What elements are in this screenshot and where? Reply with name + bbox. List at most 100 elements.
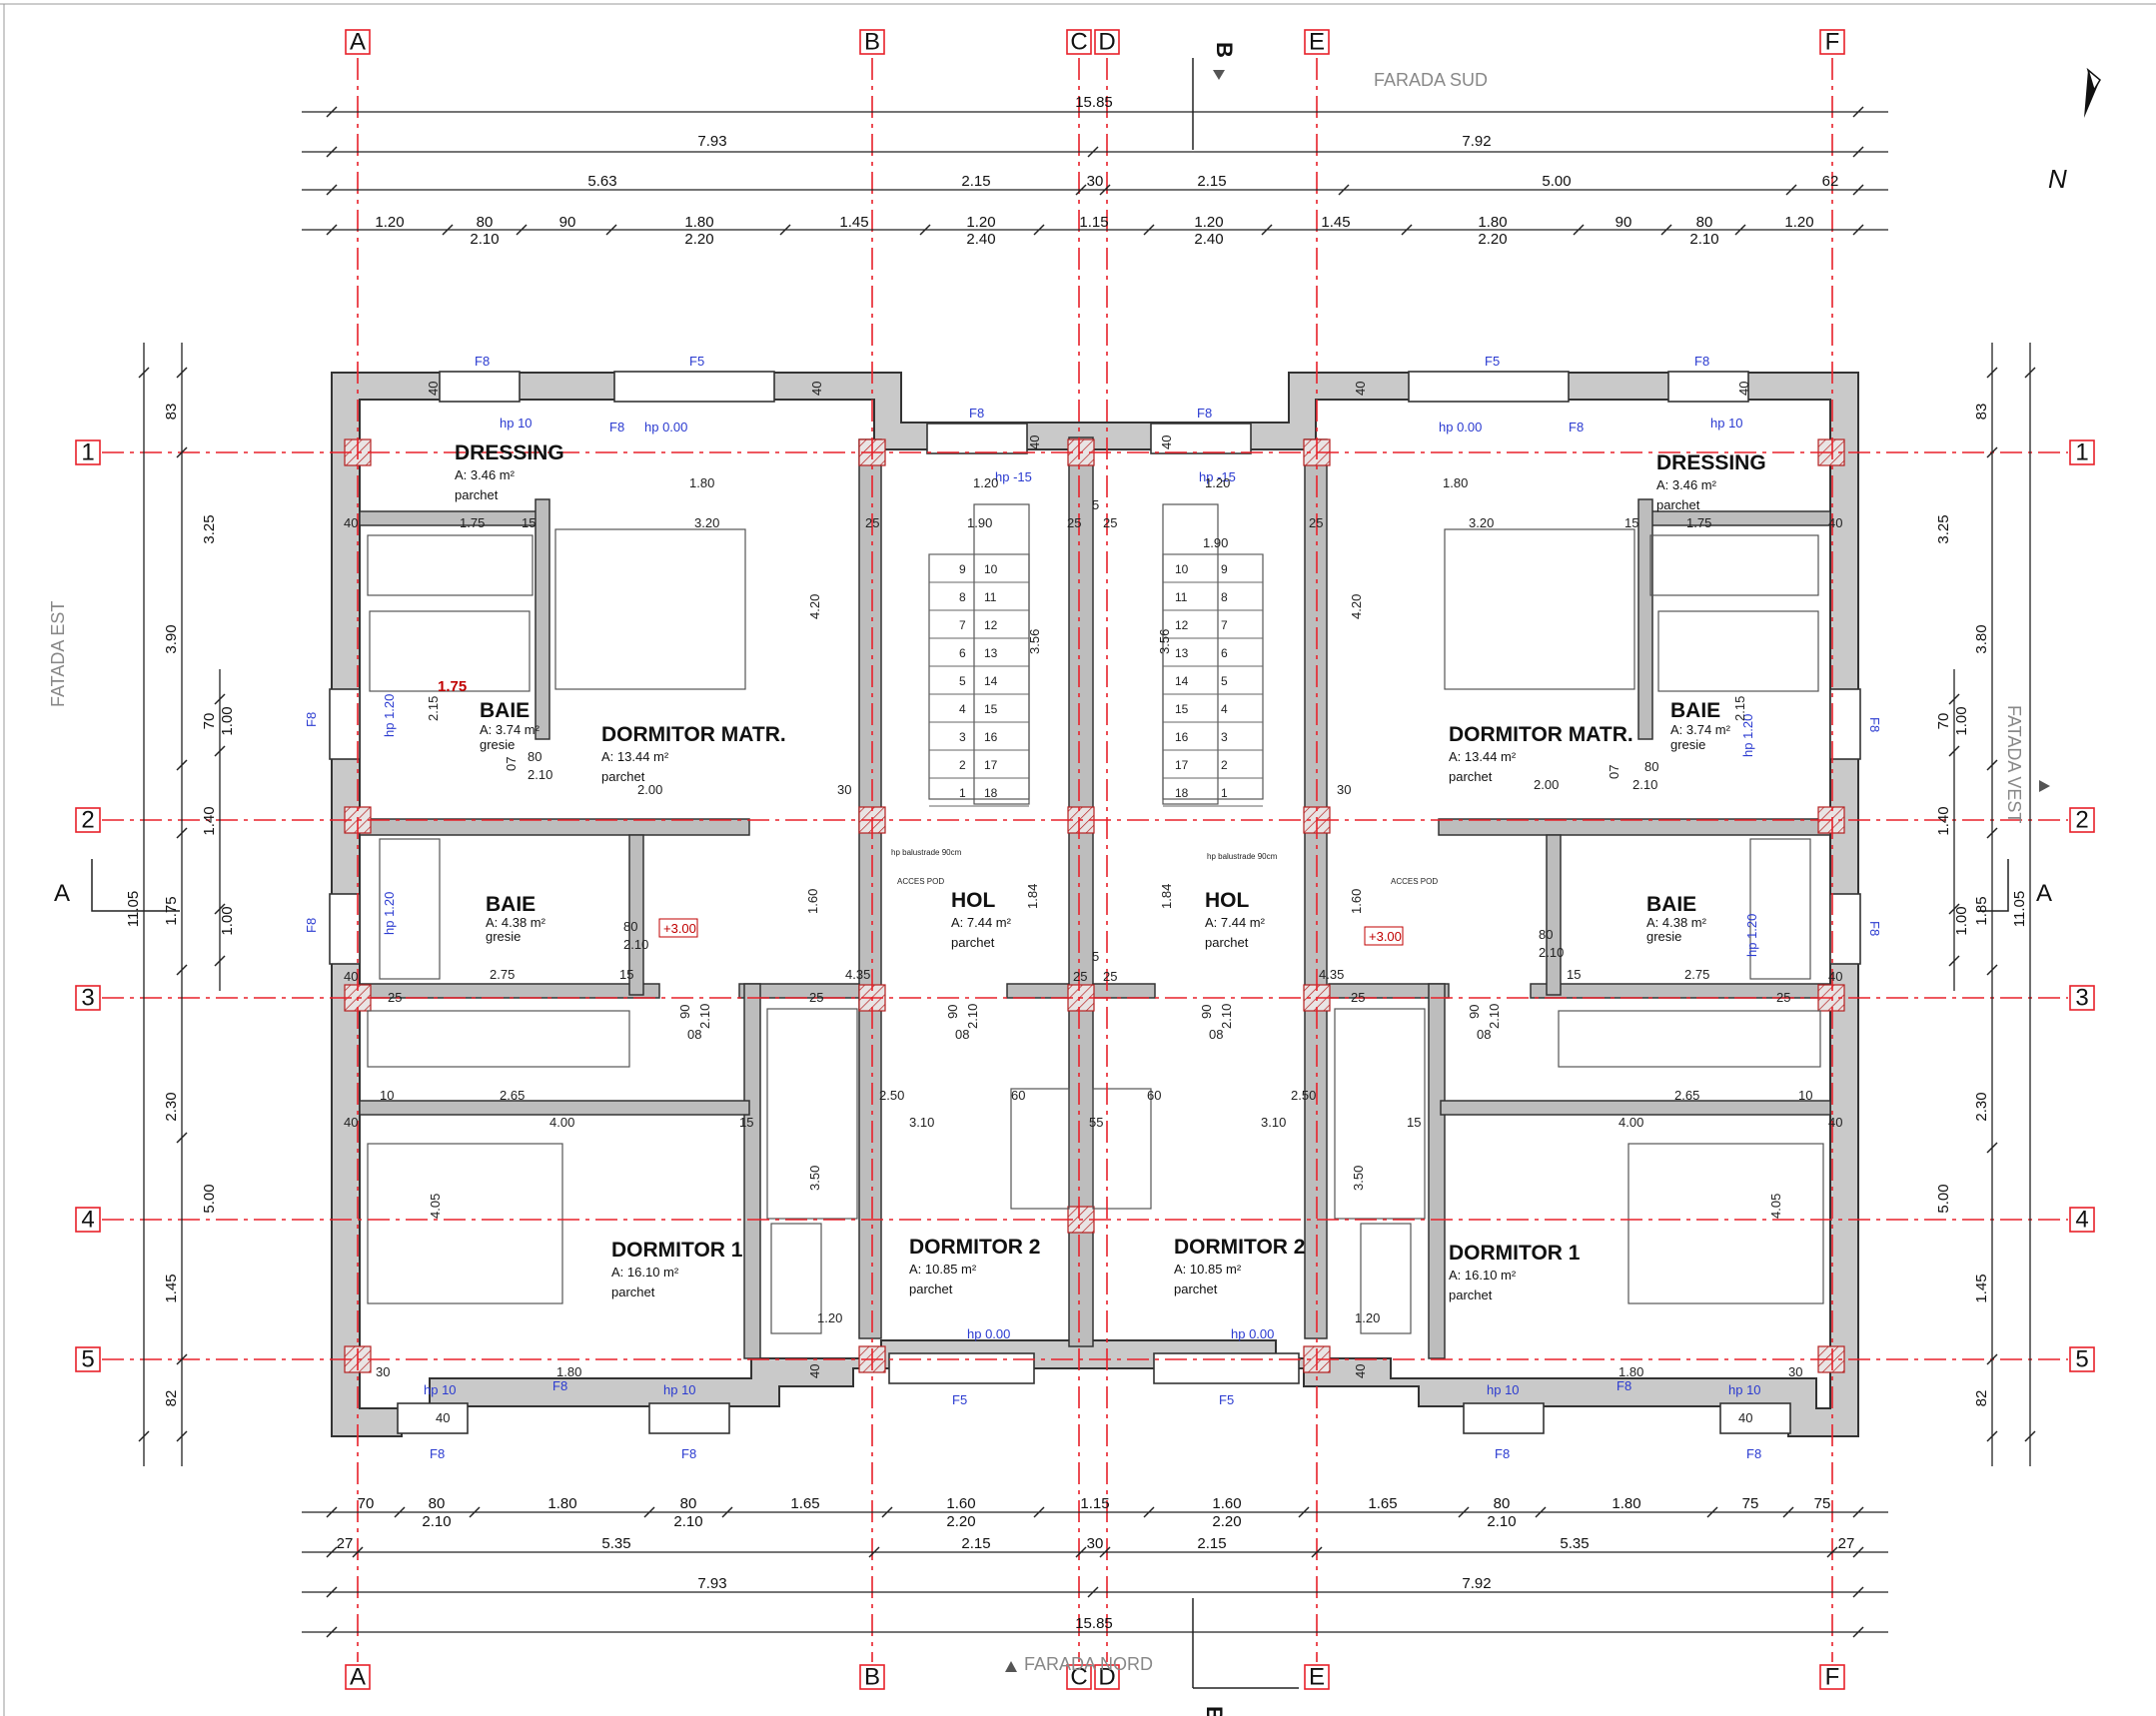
wall-left-1 — [359, 510, 540, 526]
section-mark-b-top: B — [1212, 42, 1237, 58]
column-tags-top: A B C D E F — [345, 29, 1845, 56]
wall-right-1 — [1649, 510, 1831, 526]
stair-step-number: 15 — [984, 702, 998, 716]
dimension-tick — [1099, 184, 1111, 196]
window — [329, 893, 361, 965]
stair-step-number: 7 — [1221, 618, 1228, 632]
dim-sub: 2.40 — [966, 231, 995, 248]
dim-text: 1.20 — [1205, 475, 1230, 490]
dim-text: 15 — [1624, 515, 1638, 530]
left-dimension-text: 83 3.25 3.90 70 1.40 1.75 2.30 1.45 82 1… — [125, 404, 236, 1407]
dim-seg: 1.60 — [1212, 1495, 1241, 1512]
row-tag-5: 5 — [2075, 1346, 2088, 1373]
stair-step-number: 6 — [959, 646, 966, 660]
dimension-tick — [214, 693, 226, 705]
room-finish: parchet — [1449, 1287, 1493, 1302]
dim-seg: 1.85 — [1973, 896, 1990, 925]
dim-text: 07 — [1607, 765, 1621, 779]
dim-text: 1.20 — [1355, 1310, 1380, 1325]
dim-text: 2.10 — [1487, 1004, 1502, 1029]
note-hp: hp 10 — [424, 1382, 457, 1397]
dim-text: 40 — [344, 1115, 358, 1130]
dim-text: 90 — [677, 1005, 692, 1019]
dim-text: 3.56 — [1157, 629, 1172, 654]
dim-text: 40 — [1353, 382, 1368, 396]
dim-text: 40 — [436, 1410, 450, 1425]
window-tag: F8 — [1495, 1446, 1510, 1461]
dimension-tick — [326, 106, 338, 118]
room-finish: parchet — [909, 1282, 953, 1296]
dimension-tick — [1087, 1586, 1099, 1598]
row-tag-1: 1 — [2075, 439, 2088, 466]
dim-half: 7.92 — [1462, 133, 1491, 150]
stair-step-number: 16 — [984, 730, 998, 744]
dim-text: 2.65 — [1674, 1088, 1699, 1103]
level-note: +3.00 — [1369, 929, 1402, 944]
dimension-tick — [176, 827, 188, 839]
wall-right-9 — [1092, 983, 1156, 999]
dim-text: 40 — [344, 515, 358, 530]
dimension-tick — [1852, 1506, 1864, 1518]
dim-sub: 2.20 — [1478, 231, 1507, 248]
wall-right-2 — [1637, 498, 1653, 740]
room-finish: parchet — [1656, 497, 1700, 512]
dim-seg: 1.45 — [839, 214, 868, 231]
room-finish: parchet — [455, 487, 499, 502]
dim-text: 40 — [1159, 435, 1174, 449]
room-area: A: 3.46 m² — [1656, 477, 1717, 492]
window-tag: F8 — [552, 1378, 567, 1393]
dim-text: 4.00 — [549, 1115, 574, 1130]
dimension-tick — [2024, 1430, 2036, 1442]
room-finish: gresie — [1670, 737, 1705, 752]
plan-notes: +3.00 +3.00 ACCES POD ACCES POD hp balus… — [438, 678, 1438, 946]
window — [1463, 1402, 1545, 1434]
sill-height-notes: hp 10 hp 0.00 hp -15 hp -15 hp 0.00 hp 1… — [382, 416, 1761, 1397]
dim-text: 2.00 — [637, 782, 662, 797]
desk — [770, 1223, 822, 1334]
outer-wall — [331, 372, 1859, 1437]
dimension-tick — [1852, 1586, 1864, 1598]
dimension-tick — [176, 759, 188, 771]
dimension-tick — [326, 146, 338, 158]
dimension-tick — [1852, 184, 1864, 196]
window-tag: F8 — [1867, 921, 1882, 936]
top-dimension-text: 15.85 7.93 7.92 5.63 2.15 30 2.15 5.00 6… — [375, 94, 1838, 248]
room-area: A: 13.44 m² — [601, 749, 669, 764]
room-finish: gresie — [486, 929, 521, 944]
dim-seg: 1.20 — [375, 214, 404, 231]
stair-step-number: 8 — [959, 590, 966, 604]
room-name: DORMITOR MATR. — [601, 723, 786, 746]
dimension-tick — [176, 446, 188, 458]
column-tag-e: E — [1309, 29, 1325, 56]
stair-step-number: 13 — [1175, 646, 1189, 660]
dim-half: 7.93 — [697, 133, 726, 150]
dim-text: 08 — [1477, 1027, 1491, 1042]
dimension-tick — [1033, 224, 1045, 236]
section-mark-a-right: A — [2036, 880, 2052, 907]
stair-step-number: 3 — [959, 730, 966, 744]
window — [397, 1402, 469, 1434]
dimension-tick — [868, 1546, 880, 1558]
room-finish: gresie — [1646, 929, 1681, 944]
room-name: DORMITOR MATR. — [1449, 723, 1633, 746]
note-hp: hp 1.20 — [1740, 714, 1755, 757]
dim-seg: 5.00 — [1542, 173, 1571, 190]
wall-left-4 — [858, 438, 882, 1339]
dimension-tick — [1033, 1506, 1045, 1518]
dim-seg: 2.15 — [1197, 1535, 1226, 1552]
window — [613, 371, 775, 403]
dimension-tick — [326, 1586, 338, 1598]
dim-seg: 5.35 — [1560, 1535, 1589, 1552]
stair-step-number: 14 — [1175, 674, 1189, 688]
wardrobe — [766, 1008, 858, 1220]
facade-west-label: FATADA VEST — [2004, 705, 2024, 823]
dim-text: 15 — [522, 515, 536, 530]
dim-text: 08 — [1209, 1027, 1223, 1042]
dim-seg: 1.60 — [946, 1495, 975, 1512]
dim-seg: 1.80 — [1478, 214, 1507, 231]
dim-seg: 70 — [1935, 713, 1952, 730]
dimension-tick — [1986, 367, 1998, 379]
dim-text: 3.20 — [1469, 515, 1494, 530]
dim-text: 1.80 — [1443, 475, 1468, 490]
north-arrow-icon — [2086, 67, 2101, 92]
